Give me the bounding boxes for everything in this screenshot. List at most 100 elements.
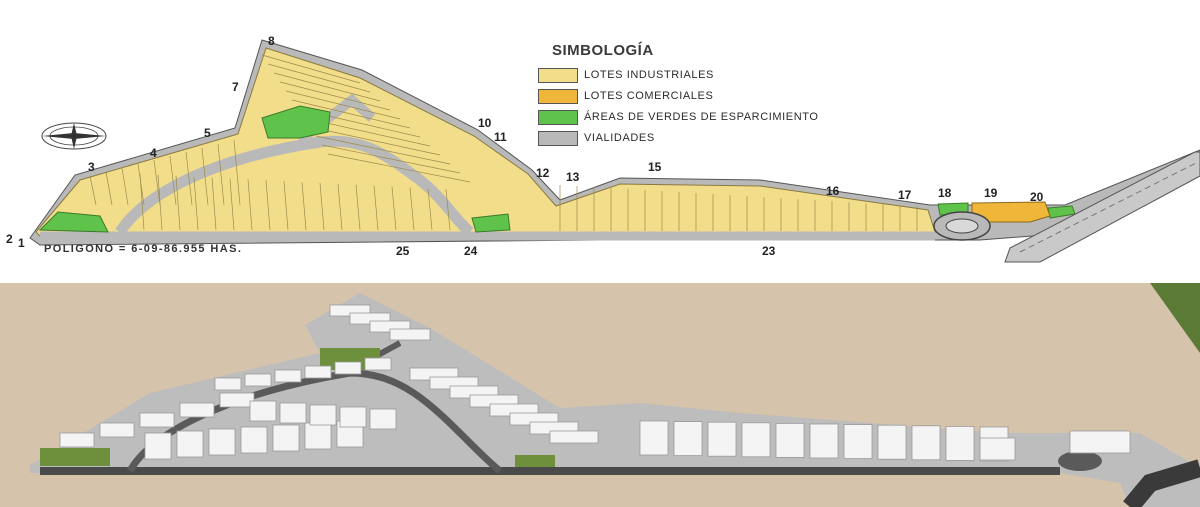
warehouse-building — [334, 361, 362, 375]
warehouse-building — [272, 424, 300, 452]
warehouse-building — [549, 430, 599, 444]
vertex-number: 12 — [536, 166, 550, 180]
vertex-number: 23 — [762, 244, 776, 258]
lot-line — [315, 135, 451, 165]
warehouse-building — [877, 424, 907, 460]
lot-line — [265, 180, 271, 231]
green-area — [515, 455, 555, 467]
lot-line — [319, 182, 325, 231]
legend-label: LOTES INDUSTRIALES — [584, 69, 714, 81]
warehouse-building — [389, 328, 431, 341]
warehouse-building — [309, 404, 337, 426]
section-divider — [0, 270, 1200, 283]
lot-line — [137, 163, 145, 206]
warehouse-building — [673, 421, 703, 457]
warehouse-building — [240, 426, 268, 454]
vertex-number: 24 — [464, 244, 478, 258]
site-footprint — [30, 293, 1200, 507]
lot-line — [261, 54, 361, 84]
interior-road — [115, 135, 474, 237]
vertex-number: 3 — [88, 160, 95, 174]
vertex-number: 17 — [898, 188, 912, 202]
map-legend: SIMBOLOGÍA LOTES INDUSTRIALES LOTES COME… — [538, 42, 958, 149]
lot-line — [201, 147, 209, 206]
vertex-number: 13 — [566, 170, 580, 184]
vertex-number: 1 — [18, 236, 25, 250]
legend-swatch — [538, 109, 578, 125]
lot-line — [153, 159, 161, 206]
warehouse-building — [775, 422, 805, 458]
lot-line — [301, 182, 307, 231]
legend-title: SIMBOLOGÍA — [552, 42, 654, 59]
legend-swatch — [538, 88, 578, 104]
lot-line — [267, 63, 371, 93]
warehouse-building — [304, 422, 332, 450]
warehouse-building — [244, 373, 272, 387]
warehouse-building — [369, 408, 397, 430]
vertex-number: 20 — [1030, 190, 1044, 204]
warehouse-building — [179, 402, 215, 418]
vertex-number: 2 — [6, 232, 13, 246]
legend-item-commercial: LOTES COMERCIALES — [538, 86, 958, 106]
highway — [1004, 151, 1200, 263]
warehouse-building — [741, 422, 771, 458]
warehouse-building — [208, 428, 236, 456]
lot-line — [193, 176, 199, 231]
vertex-number: 15 — [648, 160, 662, 174]
lot-line — [373, 185, 379, 231]
render-road — [126, 369, 503, 474]
lot-line — [409, 187, 415, 231]
warehouse-building — [279, 402, 307, 424]
lot-line — [327, 153, 471, 183]
warehouse-building — [139, 412, 175, 428]
lot-line — [283, 181, 289, 231]
legend-label: VIALIDADES — [584, 132, 655, 144]
vertex-number: 8 — [268, 34, 275, 48]
legend-swatch — [538, 130, 578, 146]
vertex-number: 7 — [232, 80, 239, 94]
lot-line — [337, 183, 343, 231]
lot-line — [445, 189, 451, 231]
aerial-render-view — [0, 283, 1200, 507]
warehouse-building — [809, 423, 839, 459]
lot-line — [279, 81, 391, 111]
roundabout — [1058, 451, 1102, 471]
legend-label: LOTES COMERCIALES — [584, 90, 714, 102]
polygon-area-label: POLIGONO = 6-09-86.955 HAS. — [44, 243, 243, 255]
vertex-number: 10 — [478, 116, 492, 130]
warehouse-building — [304, 365, 332, 379]
lot-line — [169, 155, 177, 206]
roundabout-island — [945, 218, 979, 234]
warehouse-building — [144, 432, 172, 460]
lot-line — [273, 72, 381, 102]
vertex-number: 5 — [204, 126, 211, 140]
warehouse-building — [219, 392, 255, 408]
lot-line — [291, 99, 411, 129]
legend-item-green: ÁREAS DE VERDES DE ESPARCIMIENTO — [538, 107, 958, 127]
lot-line — [355, 184, 361, 231]
lot-line — [217, 143, 225, 206]
lot-line — [285, 90, 401, 120]
warehouse-building — [249, 400, 277, 422]
site-plan-map — [29, 39, 1200, 263]
lot-line — [247, 179, 253, 231]
legend-item-roads: VIALIDADES — [538, 128, 958, 148]
green-area — [40, 448, 110, 466]
lot-line — [233, 139, 241, 206]
highway-centerline — [1019, 161, 1199, 253]
lot-line — [105, 171, 113, 206]
lot-line — [391, 186, 397, 231]
vertex-number: 19 — [984, 186, 998, 200]
green-area — [38, 211, 109, 233]
lot-line — [321, 144, 461, 174]
vertex-number: 16 — [826, 184, 840, 198]
warehouse-building — [911, 425, 941, 461]
lot-line — [211, 177, 217, 231]
vertex-number: 4 — [150, 146, 157, 160]
warehouse-buildings — [59, 304, 1131, 462]
warehouse-building — [59, 432, 95, 448]
lot-line — [175, 175, 181, 231]
lot-line — [229, 178, 235, 231]
green-area — [261, 105, 331, 139]
lot-line — [427, 188, 433, 231]
